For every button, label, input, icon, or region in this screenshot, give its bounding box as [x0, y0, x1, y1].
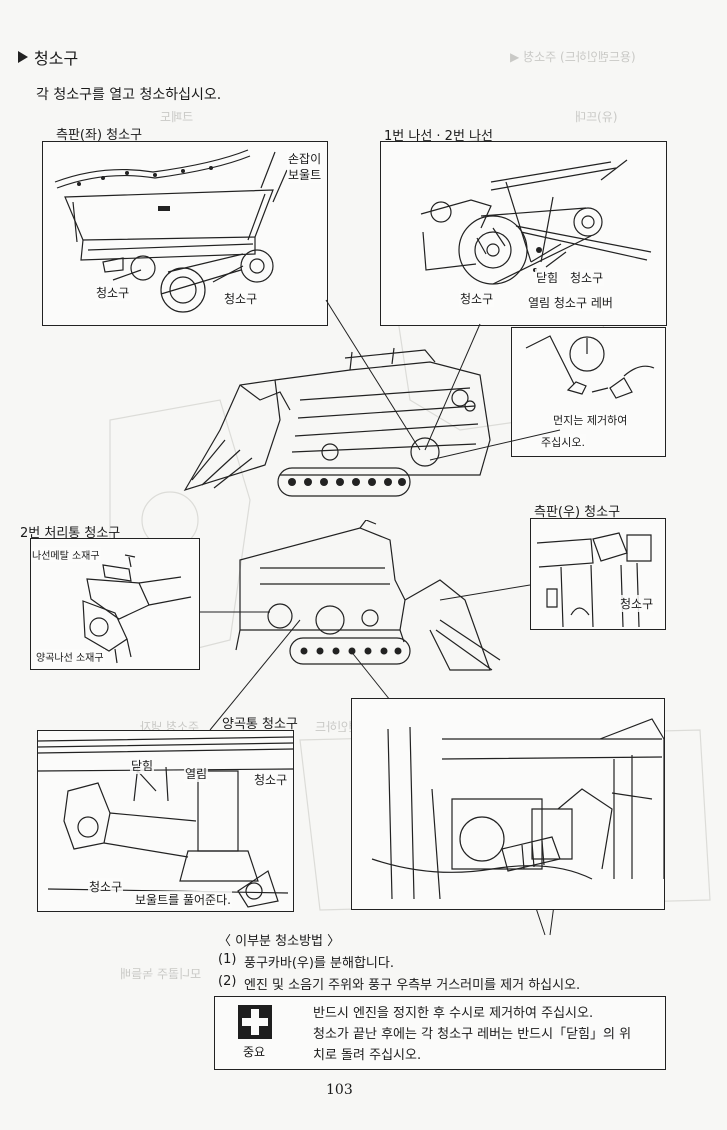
cleanout-label: 청소구: [569, 269, 605, 286]
right-side-panel-heading: 측판(우) 청소구: [534, 505, 621, 520]
combine-side-drawing: [235, 520, 501, 671]
right-side-cleanout-panel: 청소구: [530, 518, 666, 630]
closed-label: 닫힘: [535, 269, 560, 286]
notice-text: 반드시 엔진을 정지한 후 수시로 제거하여 주십시오.: [313, 1006, 594, 1021]
grain-tank-cleanout-panel: 닫힘 열림 청소구 청소구 보울트를 풀어준다.: [37, 730, 294, 912]
dust-note-text: 먼지는 제거하여: [552, 412, 629, 428]
grain-tank-drawing: [38, 731, 293, 911]
cleanout-label: 청소구: [223, 290, 259, 307]
second-tank-drawing: [31, 539, 199, 669]
cleanout-label: 청소구: [253, 771, 289, 788]
notice-text: 치로 돌려 주십시오.: [313, 1048, 422, 1063]
grain-auger-cover-label: 양곡나선 소재구: [35, 649, 105, 664]
augers-cleanout-drawing: [381, 142, 666, 325]
closed-label: 닫힘: [130, 757, 155, 774]
notice-text: 청소가 끝난 후에는 각 청소구 레버는 반드시「닫힘」의 위: [313, 1027, 632, 1042]
important-notice-box: 중요 반드시 엔진을 정지한 후 수시로 제거하여 주십시오. 청소가 끝난 후…: [214, 996, 666, 1070]
lower-cleaning-heading: 〈 이부분 청소방법 〉: [218, 934, 341, 949]
page-number: 103: [326, 1082, 353, 1098]
section-title: 청소구: [34, 49, 79, 68]
auger-cover-label: 나선메탈 소재구: [31, 547, 101, 562]
engine-area-panel: [351, 698, 665, 910]
second-tank-panel-heading: 2번 처리통 청소구: [20, 526, 121, 541]
important-label: 중요: [243, 1045, 266, 1059]
left-side-cleanout-drawing: [43, 142, 327, 325]
loosen-bolt-label: 보울트를 풀어준다.: [134, 891, 232, 908]
dust-note-text: 주십시오.: [540, 434, 586, 450]
open-label: 열림: [184, 765, 209, 782]
dust-note-panel: 먼지는 제거하여 주십시오.: [511, 327, 666, 457]
left-side-cleanout-panel: 손잡이 보울트 청소구 청소구: [42, 141, 328, 326]
open-cleanout-lever-label: 열림 청소구 레버: [527, 294, 614, 311]
augers-panel-heading: 1번 나선 · 2번 나선: [384, 129, 493, 144]
dust-removal-drawing: [512, 328, 665, 456]
cleanout-label: 청소구: [95, 284, 131, 301]
handle-bolt-label: 손잡이: [287, 150, 323, 167]
cleanout-label: 청소구: [459, 290, 495, 307]
augers-cleanout-panel: 닫힘 청소구 청소구 열림 청소구 레버: [380, 141, 667, 326]
handle-bolt-label: 보울트: [287, 166, 323, 183]
cleanout-label: 청소구: [88, 878, 124, 895]
cleaning-step-text: 풍구카바(우)를 분해합니다.: [244, 956, 394, 971]
section-instruction: 각 청소구를 열고 청소하십시오.: [36, 87, 222, 103]
cleaning-step-number: (2): [218, 974, 237, 989]
cleaning-step-number: (1): [218, 952, 237, 967]
section-marker-icon: [18, 51, 28, 63]
cleaning-step-text: 엔진 및 소음기 주위와 풍구 우측부 거스러미를 제거 하십시오.: [244, 978, 581, 993]
grain-tank-panel-heading: 양곡통 청소구: [222, 717, 298, 732]
right-side-drawing: [531, 519, 665, 629]
engine-area-drawing: [352, 699, 664, 909]
cleanout-label: 청소구: [619, 595, 655, 612]
first-aid-cross-icon: [238, 1005, 272, 1039]
combine-overview-drawing: [183, 347, 491, 497]
left-side-panel-heading: 측판(좌) 청소구: [56, 128, 143, 143]
second-tank-cleanout-panel: 나선메탈 소재구 양곡나선 소재구: [30, 538, 200, 670]
